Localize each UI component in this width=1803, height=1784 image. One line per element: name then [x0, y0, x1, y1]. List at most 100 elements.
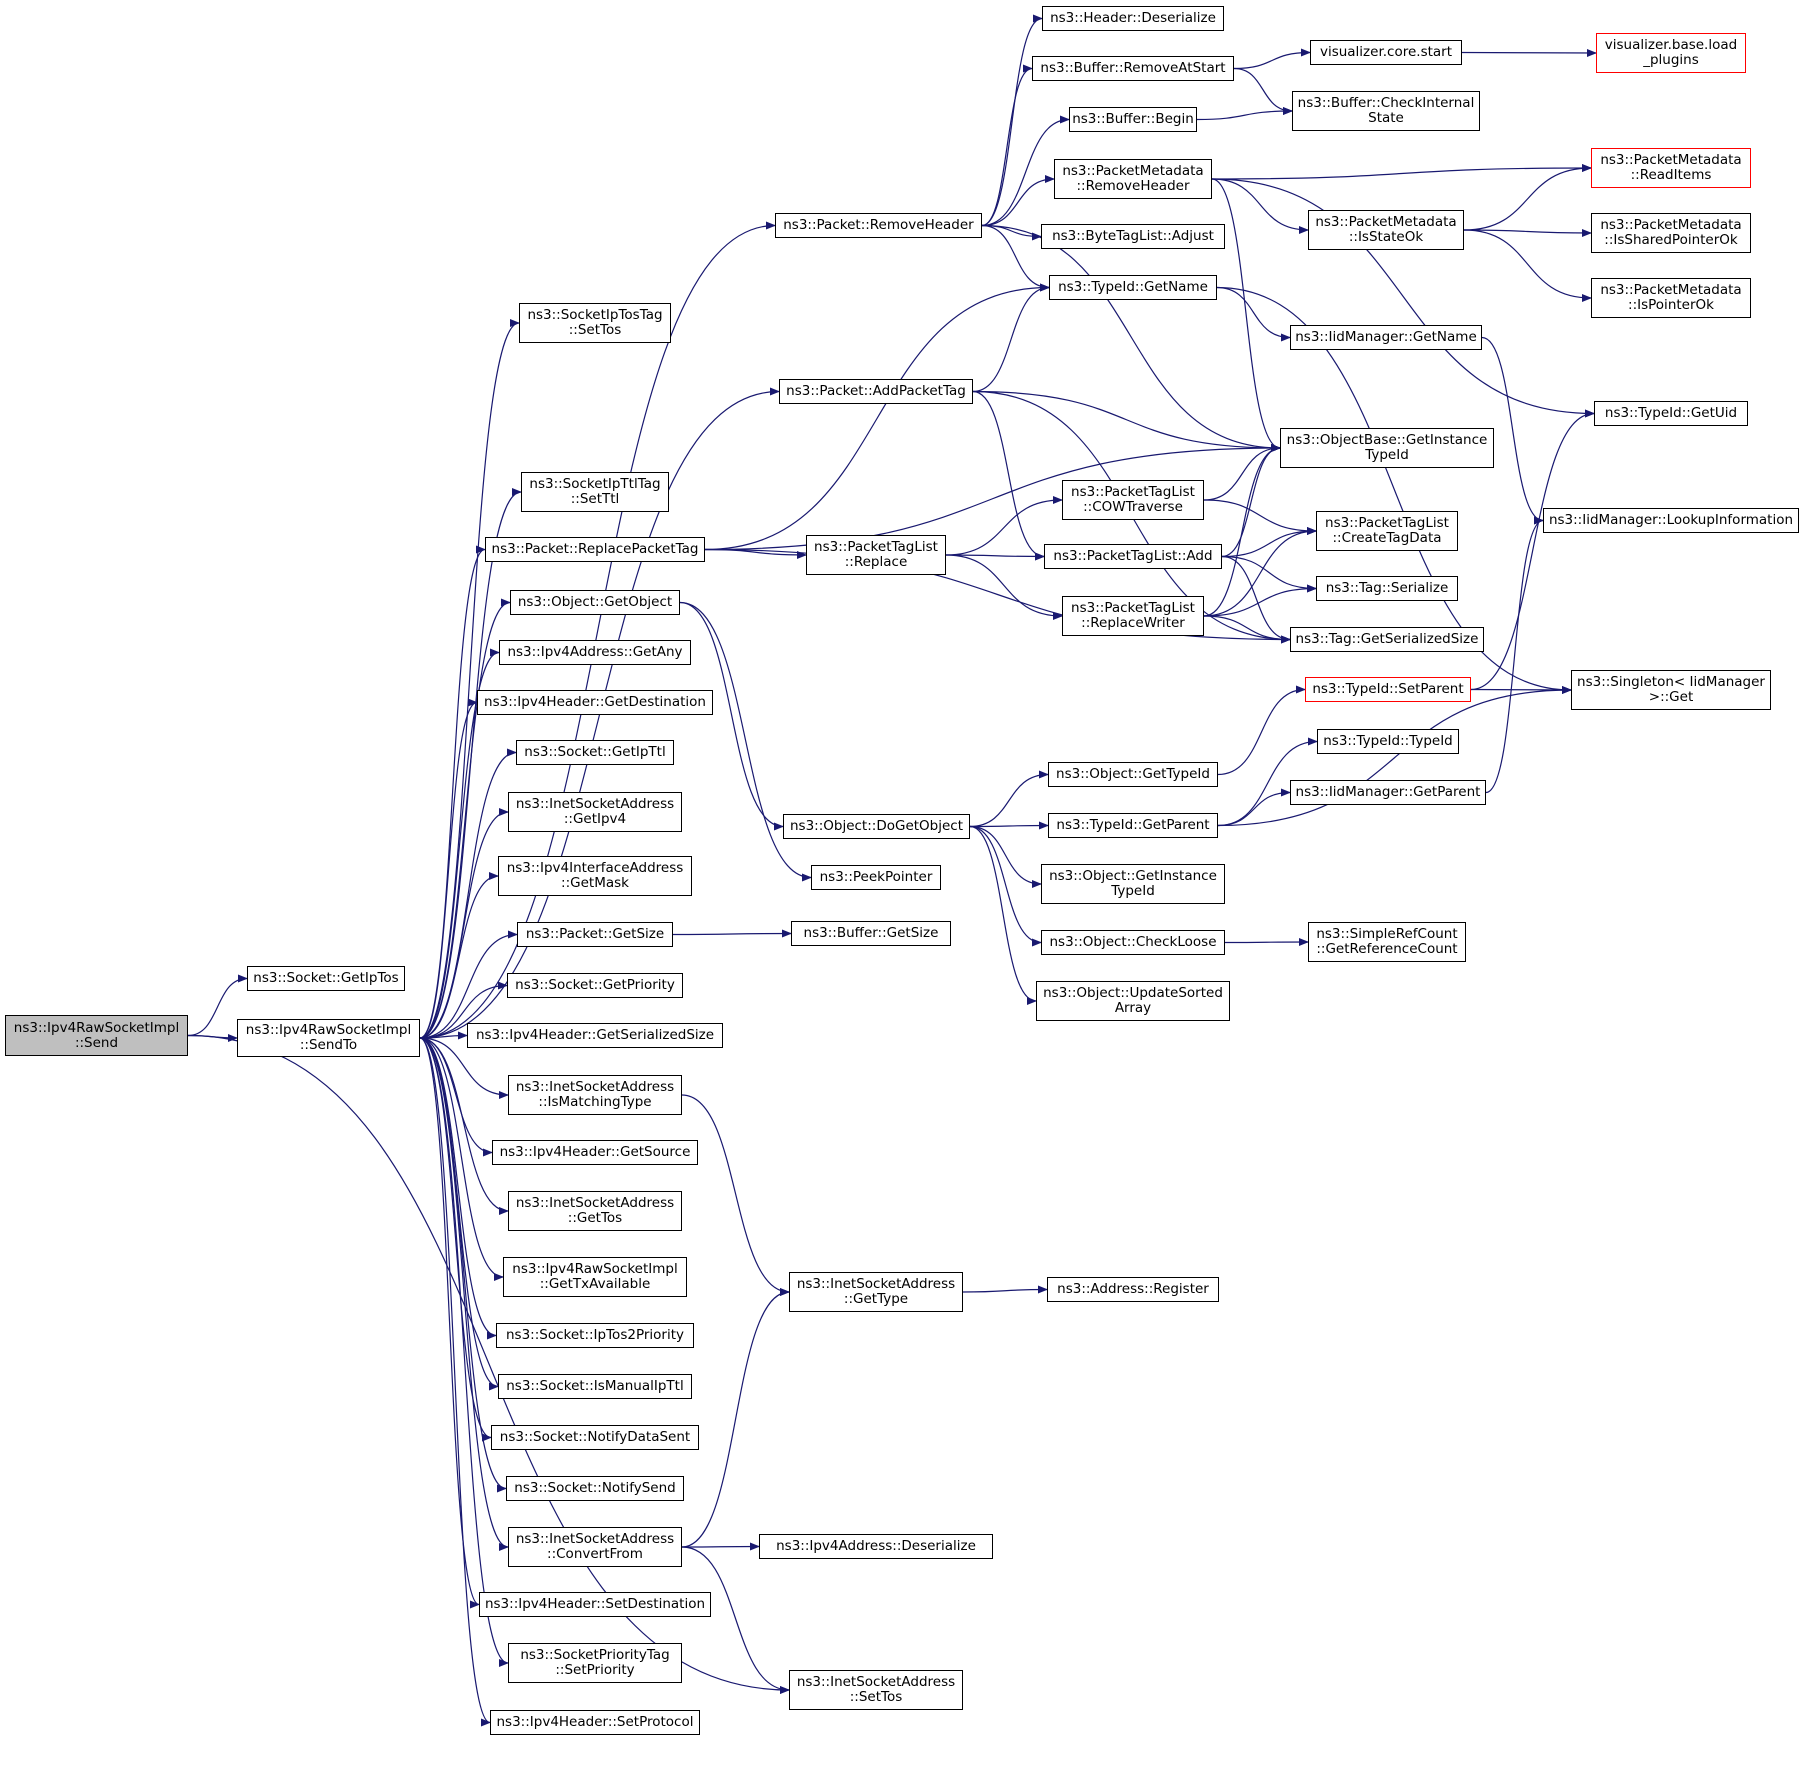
node-hdrSetProtocol[interactable]: ns3::Ipv4Header::SetProtocol: [490, 1710, 700, 1735]
node-label-line: ns3::PacketTagList: [814, 539, 938, 555]
node-ifaceGetMask[interactable]: ns3::Ipv4InterfaceAddress::GetMask: [498, 856, 692, 896]
node-label-line: ns3::Buffer::RemoveAtStart: [1040, 60, 1226, 76]
node-srcGetReferenceCount[interactable]: ns3::SimpleRefCount::GetReferenceCount: [1308, 922, 1466, 962]
node-ipv4Deserialize[interactable]: ns3::Ipv4Address::Deserialize: [759, 1534, 993, 1559]
node-inetGetTos[interactable]: ns3::InetSocketAddress::GetTos: [508, 1191, 682, 1231]
node-typeIdGetUid[interactable]: ns3::TypeId::GetUid: [1594, 401, 1748, 426]
edge-sendTo-to-hdrSetProtocol: [419, 1037, 491, 1727]
node-vizLoadPlugins[interactable]: visualizer.base.load_plugins: [1596, 33, 1746, 73]
node-label-line: ns3::Socket::IpTos2Priority: [506, 1327, 684, 1343]
node-ptlReplaceWriter[interactable]: ns3::PacketTagList::ReplaceWriter: [1062, 596, 1204, 636]
node-notifySend[interactable]: ns3::Socket::NotifySend: [506, 1476, 684, 1501]
node-sockGetIpTtl[interactable]: ns3::Socket::GetIpTtl: [516, 740, 674, 765]
node-ipv4GetAny[interactable]: ns3::Ipv4Address::GetAny: [499, 640, 691, 665]
node-hdrGetSource[interactable]: ns3::Ipv4Header::GetSource: [492, 1140, 698, 1165]
node-notifyDataSent[interactable]: ns3::Socket::NotifyDataSent: [491, 1425, 699, 1450]
node-pmIsSharedPointerOk[interactable]: ns3::PacketMetadata::IsSharedPointerOk: [1591, 213, 1751, 253]
node-isManualIpTtl[interactable]: ns3::Socket::IsManualIpTtl: [498, 1374, 692, 1399]
node-label-line: ns3::Object::UpdateSorted: [1043, 985, 1223, 1001]
node-send[interactable]: ns3::Ipv4RawSocketImpl::Send: [5, 1015, 188, 1056]
node-inetIsMatchingType[interactable]: ns3::InetSocketAddress::IsMatchingType: [508, 1075, 682, 1115]
node-bufBegin[interactable]: ns3::Buffer::Begin: [1069, 107, 1197, 132]
node-rawGetTxAvailable[interactable]: ns3::Ipv4RawSocketImpl::GetTxAvailable: [503, 1257, 687, 1297]
node-replacePacketTag[interactable]: ns3::Packet::ReplacePacketTag: [485, 537, 705, 562]
node-doGetObject[interactable]: ns3::Object::DoGetObject: [783, 814, 970, 839]
edge-bufRemoveAtStart-to-bufCheckInternalState: [1233, 67, 1293, 115]
node-label-line: ns3::PacketMetadata: [1315, 214, 1457, 230]
node-iidLookupInformation[interactable]: ns3::IidManager::LookupInformation: [1543, 508, 1799, 533]
node-pmRemoveHeader[interactable]: ns3::PacketMetadata::RemoveHeader: [1054, 159, 1212, 199]
node-label-line: ns3::Buffer::Begin: [1072, 111, 1194, 127]
node-tosTagSetTos[interactable]: ns3::SocketIpTosTag::SetTos: [519, 303, 671, 343]
node-typeIdGetParent[interactable]: ns3::TypeId::GetParent: [1048, 813, 1218, 838]
node-ptlCreateTagData[interactable]: ns3::PacketTagList::CreateTagData: [1316, 511, 1458, 551]
node-iidGetParent[interactable]: ns3::IidManager::GetParent: [1290, 780, 1486, 805]
node-tagSerialize[interactable]: ns3::Tag::Serialize: [1316, 576, 1458, 601]
node-addrRegister[interactable]: ns3::Address::Register: [1047, 1277, 1219, 1302]
node-pmIsPointerOk[interactable]: ns3::PacketMetadata::IsPointerOk: [1591, 278, 1751, 318]
edge-vizCoreStart-to-vizLoadPlugins: [1461, 48, 1597, 57]
node-getIpTos[interactable]: ns3::Socket::GetIpTos: [247, 966, 405, 991]
node-ptlAdd[interactable]: ns3::PacketTagList::Add: [1044, 544, 1222, 569]
node-typeIdSetParent[interactable]: ns3::TypeId::SetParent: [1305, 677, 1471, 702]
node-typeIdTypeId[interactable]: ns3::TypeId::TypeId: [1317, 729, 1459, 754]
edge-sendTo-to-notifySend: [419, 1037, 507, 1493]
node-objCheckLoose[interactable]: ns3::Object::CheckLoose: [1041, 930, 1225, 955]
node-inetConvertFrom[interactable]: ns3::InetSocketAddress::ConvertFrom: [508, 1527, 682, 1567]
edge-bufBegin-to-bufCheckInternalState: [1196, 107, 1293, 121]
node-removeHeader[interactable]: ns3::Packet::RemoveHeader: [775, 213, 982, 238]
node-pmIsStateOk[interactable]: ns3::PacketMetadata::IsStateOk: [1308, 210, 1464, 250]
node-label-line: ::SetTtl: [570, 491, 620, 507]
node-btlAdjust[interactable]: ns3::ByteTagList::Adjust: [1041, 224, 1225, 249]
node-ptlReplace[interactable]: ns3::PacketTagList::Replace: [806, 535, 946, 575]
node-pktGetSize[interactable]: ns3::Packet::GetSize: [517, 922, 673, 947]
node-label-line: ns3::TypeId::GetUid: [1604, 405, 1738, 421]
node-label-line: ::ConvertFrom: [547, 1546, 643, 1562]
node-peekPointer[interactable]: ns3::PeekPointer: [811, 865, 941, 890]
node-singletonGet[interactable]: ns3::Singleton< IidManager>::Get: [1571, 670, 1771, 710]
node-prioTagSetPriority[interactable]: ns3::SocketPriorityTag::SetPriority: [508, 1643, 682, 1683]
node-inetGetType[interactable]: ns3::InetSocketAddress::GetType: [789, 1272, 963, 1312]
edge-inetConvertFrom-to-inetSetTos: [681, 1546, 790, 1694]
node-pmReadItems[interactable]: ns3::PacketMetadata::ReadItems: [1591, 148, 1751, 188]
node-label-line: ns3::IidManager::GetName: [1295, 329, 1477, 345]
node-label-line: ns3::PacketMetadata: [1062, 163, 1204, 179]
node-inetGetIpv4[interactable]: ns3::InetSocketAddress::GetIpv4: [508, 792, 682, 832]
node-ipTos2Priority[interactable]: ns3::Socket::IpTos2Priority: [496, 1323, 694, 1348]
node-sockGetPriority[interactable]: ns3::Socket::GetPriority: [507, 973, 683, 998]
node-getObject[interactable]: ns3::Object::GetObject: [510, 590, 680, 615]
node-hdrGetSerializedSize[interactable]: ns3::Ipv4Header::GetSerializedSize: [467, 1023, 723, 1048]
node-inetSetTos[interactable]: ns3::InetSocketAddress::SetTos: [789, 1670, 963, 1710]
edge-typeIdGetParent-to-iidGetParent: [1217, 788, 1291, 827]
node-label-line: ns3::Ipv4RawSocketImpl: [245, 1022, 412, 1038]
node-objGetTypeId[interactable]: ns3::Object::GetTypeId: [1048, 762, 1218, 787]
node-bufRemoveAtStart[interactable]: ns3::Buffer::RemoveAtStart: [1032, 56, 1234, 81]
node-sendTo[interactable]: ns3::Ipv4RawSocketImpl::SendTo: [237, 1019, 420, 1057]
edge-ptlReplaceWriter-to-tagSerialize: [1203, 584, 1317, 617]
node-hdrSetDestination[interactable]: ns3::Ipv4Header::SetDestination: [479, 1592, 711, 1617]
node-vizCoreStart[interactable]: visualizer.core.start: [1310, 40, 1462, 65]
node-addPacketTag[interactable]: ns3::Packet::AddPacketTag: [779, 379, 973, 404]
node-label-line: State: [1368, 110, 1404, 126]
node-label-line: ns3::Singleton< IidManager: [1577, 674, 1765, 690]
node-headerDeserialize[interactable]: ns3::Header::Deserialize: [1042, 6, 1224, 31]
node-label-line: ns3::SocketIpTosTag: [527, 307, 663, 323]
node-hdrGetDestination[interactable]: ns3::Ipv4Header::GetDestination: [477, 690, 713, 715]
node-label-line: ns3::SocketPriorityTag: [520, 1647, 670, 1663]
node-label-line: ns3::PacketTagList: [1071, 484, 1195, 500]
node-tagGetSerializedSize[interactable]: ns3::Tag::GetSerializedSize: [1290, 627, 1484, 652]
node-label-line: ns3::Buffer::CheckInternal: [1297, 95, 1475, 111]
node-iidGetName[interactable]: ns3::IidManager::GetName: [1290, 325, 1482, 350]
node-label-line: Array: [1114, 1000, 1152, 1016]
node-typeIdGetName[interactable]: ns3::TypeId::GetName: [1049, 275, 1217, 300]
node-label-line: ::ReplaceWriter: [1081, 615, 1185, 631]
node-bufGetSize[interactable]: ns3::Buffer::GetSize: [791, 921, 951, 946]
edge-inetConvertFrom-to-ipv4Deserialize: [681, 1542, 760, 1551]
node-ptlCowTraverse[interactable]: ns3::PacketTagList::COWTraverse: [1062, 480, 1204, 520]
edge-removeHeader-to-pmRemoveHeader: [981, 175, 1055, 227]
node-ttlTagSetTtl[interactable]: ns3::SocketIpTtlTag::SetTtl: [521, 472, 669, 512]
